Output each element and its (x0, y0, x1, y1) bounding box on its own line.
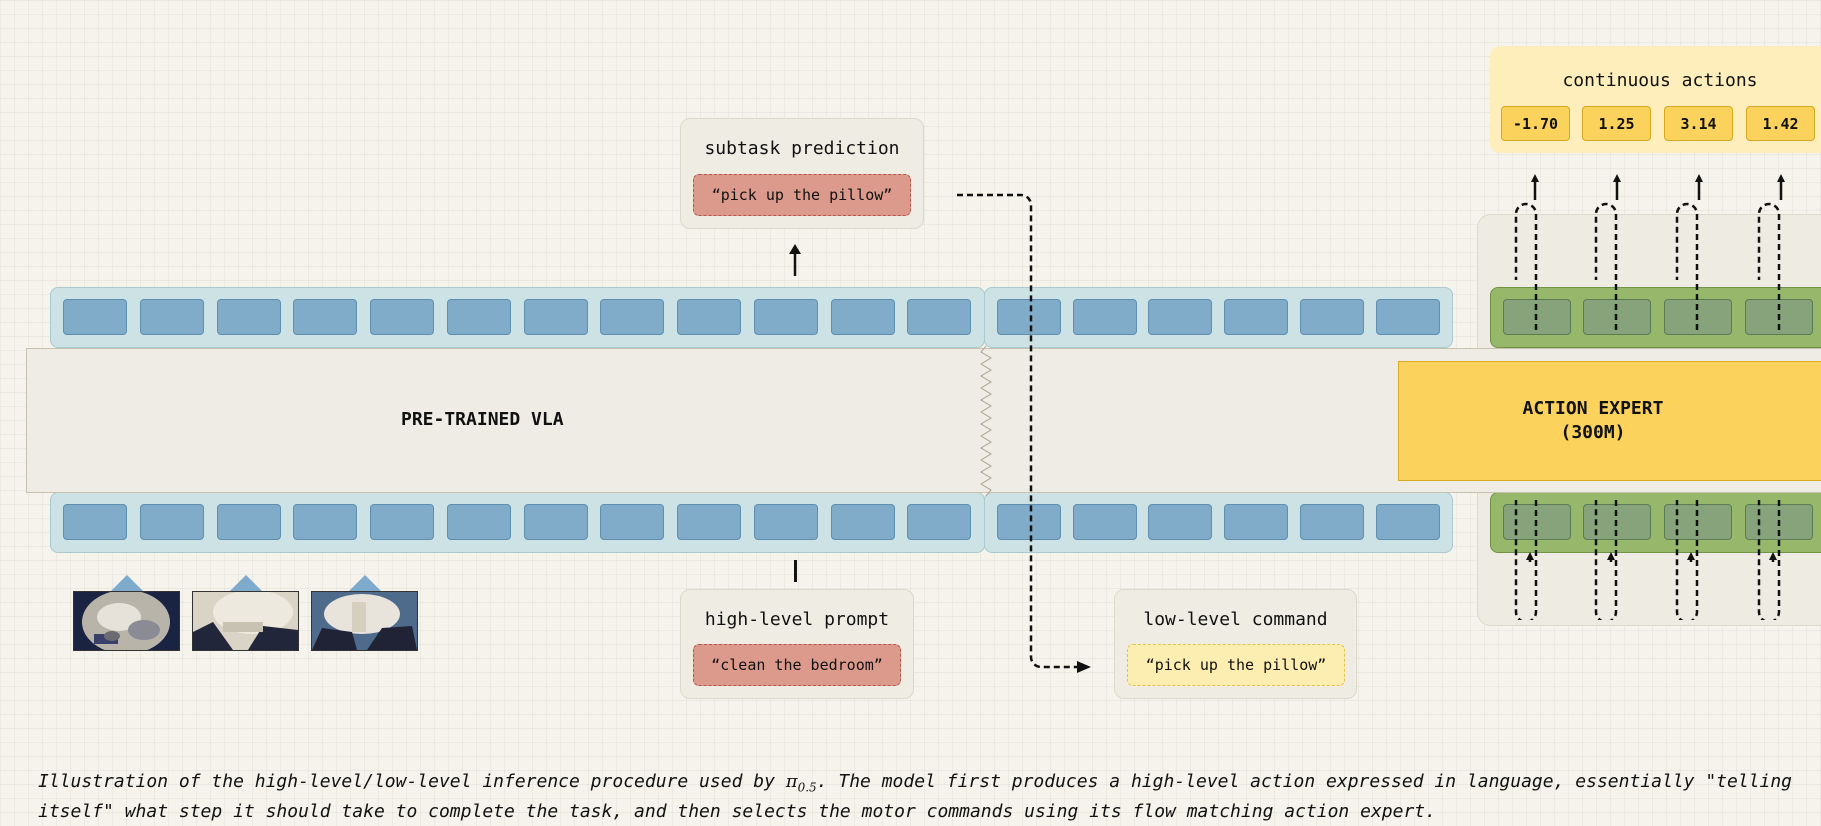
camera-image-right-wrist (311, 591, 418, 651)
token (1073, 504, 1137, 540)
flow-matching-loops (1514, 174, 1785, 620)
token (63, 504, 127, 540)
token (754, 504, 818, 540)
token (370, 299, 434, 335)
token (677, 504, 741, 540)
vla-output-tokens-right (984, 287, 1453, 348)
camera-image-base (73, 591, 180, 651)
action-value-4: 1.42 (1746, 106, 1815, 141)
token (831, 299, 895, 335)
subtask-prediction-title: subtask prediction (704, 138, 900, 159)
token (217, 504, 281, 540)
vla-input-tokens-left (50, 492, 985, 553)
figure-caption: Illustration of the high-level/low-level… (38, 770, 1798, 824)
continuous-actions-title: continuous actions (1562, 70, 1758, 91)
token (63, 299, 127, 335)
token (907, 504, 971, 540)
low-level-command-title: low-level command (1143, 609, 1328, 630)
token (831, 504, 895, 540)
token (293, 299, 357, 335)
action-value-1: -1.70 (1501, 106, 1570, 141)
token (1148, 504, 1212, 540)
token (1300, 299, 1364, 335)
token (1224, 504, 1288, 540)
vla-input-tokens-right (984, 492, 1453, 553)
token (217, 299, 281, 335)
subtask-prediction-text: “pick up the pillow” (693, 174, 911, 216)
vla-output-tokens-left (50, 287, 985, 348)
pretrained-vla-block: PRE-TRAINED VLA (26, 348, 986, 493)
token (140, 299, 204, 335)
action-value-2: 1.25 (1582, 106, 1651, 141)
token (600, 504, 664, 540)
pretrained-vla-label: PRE-TRAINED VLA (401, 409, 564, 430)
token (997, 299, 1061, 335)
caption-text-after: . The model first produces a high-level … (38, 771, 1793, 822)
token (677, 299, 741, 335)
action-expert-block: ACTION EXPERT (300M) (1398, 361, 1821, 481)
token (1224, 299, 1288, 335)
high-level-prompt-title: high-level prompt (704, 609, 890, 630)
token (447, 299, 511, 335)
token (524, 504, 588, 540)
subtask-to-command-arrow (957, 193, 1091, 673)
token (997, 504, 1061, 540)
prompt-connector (794, 560, 797, 582)
action-expert-label: ACTION EXPERT (1522, 398, 1664, 419)
token (907, 299, 971, 335)
token (1376, 299, 1440, 335)
token (1148, 299, 1212, 335)
action-value-3: 3.14 (1664, 106, 1733, 141)
image-token-marker (348, 575, 382, 592)
token (447, 504, 511, 540)
caption-text-before: Illustration of the high-level/low-level… (38, 771, 786, 792)
image-token-marker (229, 575, 263, 592)
token (524, 299, 588, 335)
action-expert-size: (300M) (1560, 422, 1626, 443)
token (600, 299, 664, 335)
token (1376, 504, 1440, 540)
token (1300, 504, 1364, 540)
subtask-arrow (789, 244, 801, 276)
camera-image-left-wrist (192, 591, 299, 651)
token (140, 504, 204, 540)
zigzag-break (980, 346, 992, 496)
image-token-marker (110, 575, 144, 592)
token (1073, 299, 1137, 335)
caption-pi-subscript: 0.5 (797, 780, 817, 795)
low-level-command-text: “pick up the pillow” (1127, 644, 1345, 686)
high-level-prompt-text: “clean the bedroom” (693, 644, 901, 686)
token (754, 299, 818, 335)
token (370, 504, 434, 540)
caption-pi-symbol: π (785, 771, 798, 792)
token (293, 504, 357, 540)
